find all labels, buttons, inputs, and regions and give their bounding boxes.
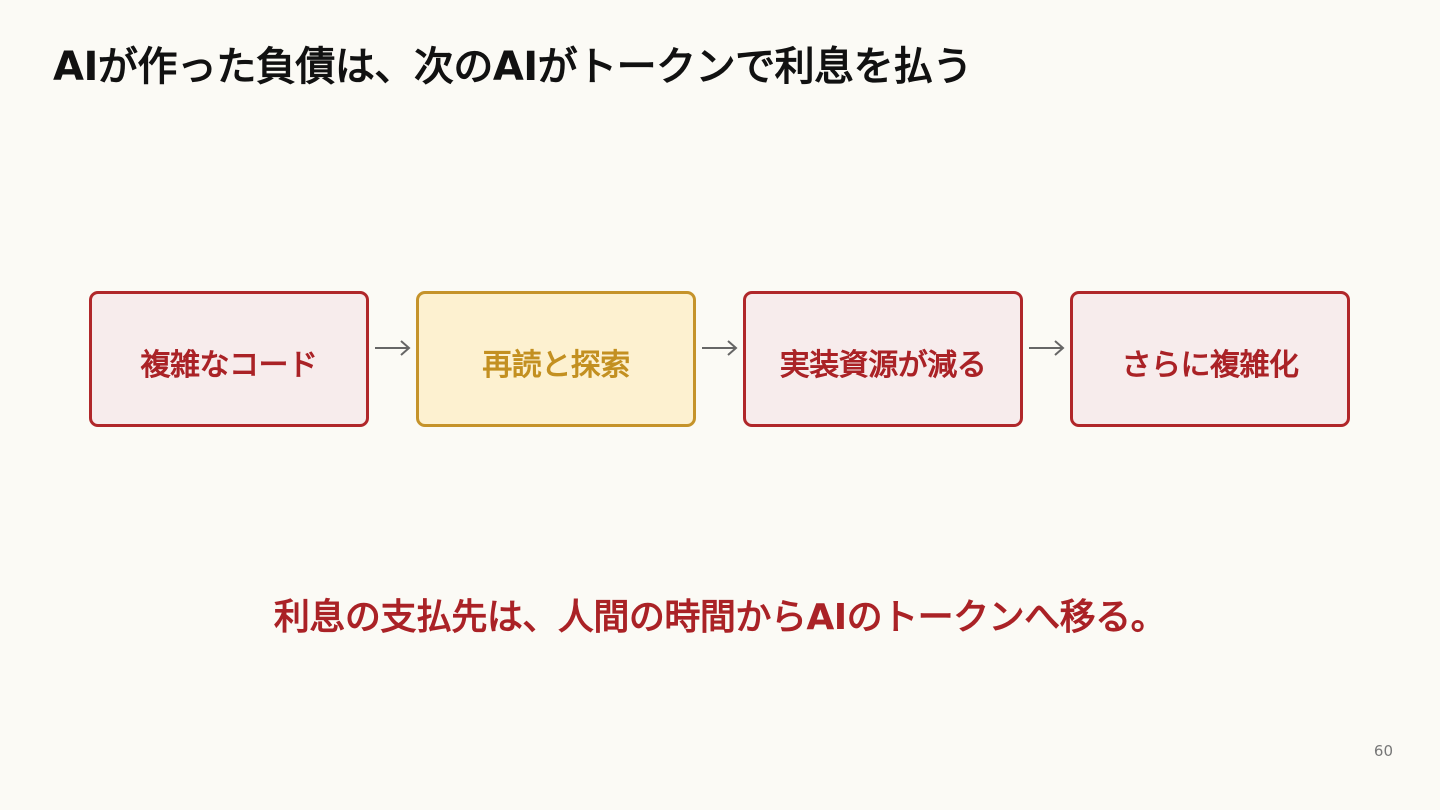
right-arrow-icon (1023, 291, 1070, 427)
flow-box-more-complex: さらに複雑化 (1070, 291, 1350, 427)
flow-box-label: 実装資源が減る (779, 348, 987, 383)
right-arrow-icon (369, 291, 416, 427)
flow-box-resources-decrease: 実装資源が減る (743, 291, 1023, 427)
flow-box-label: 再読と探索 (482, 348, 630, 383)
summary-text: 利息の支払先は、人間の時間からAIのトークンへ移る。 (273, 597, 1167, 638)
page-number: 60 (1373, 742, 1393, 760)
flow-box-reread-explore: 再読と探索 (416, 291, 696, 427)
right-arrow-icon (696, 291, 743, 427)
flow-box-label: 複雑なコード (140, 348, 319, 383)
flow-box-label: さらに複雑化 (1121, 348, 1300, 383)
flow-diagram: 複雑なコード 再読と探索 実装資源が減る さらに複雑 (89, 291, 1352, 427)
flow-box-complex-code: 複雑なコード (89, 291, 369, 427)
slide-title: AIが作った負債は、次のAIがトークンで利息を払う (53, 44, 973, 90)
